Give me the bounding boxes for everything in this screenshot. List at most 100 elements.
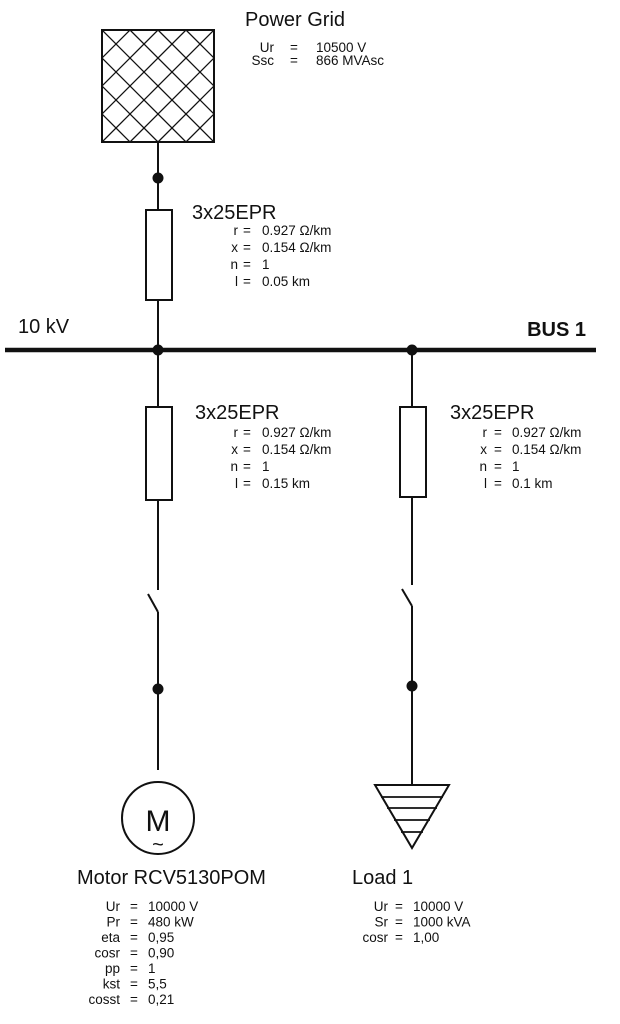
motor-params: Ur=10000 VPr=480 kWeta=0,95cosr=0,90pp=1…: [88, 899, 198, 1007]
param-equals: =: [290, 53, 298, 68]
param-name: n: [230, 459, 238, 474]
power-grid-hatch: [0, 30, 214, 142]
param-name: cosr: [94, 946, 120, 961]
param-equals: =: [130, 899, 138, 914]
load-triangle-icon[interactable]: [373, 784, 451, 850]
param-name: eta: [101, 930, 120, 945]
hatch-line: [102, 141, 103, 142]
load-switch-icon[interactable]: [401, 588, 413, 607]
param-name: Sr: [375, 915, 389, 930]
cable-grid-symbol[interactable]: [145, 209, 173, 301]
motor-title: Motor RCV5130POM: [77, 867, 266, 889]
param-value: 1: [262, 257, 270, 272]
param-value: 0,21: [148, 992, 174, 1007]
param-equals: =: [243, 425, 251, 440]
hatch-line: [157, 85, 214, 142]
param-name: l: [235, 274, 238, 289]
load-title: Load 1: [352, 867, 413, 889]
cable-motor-title: 3x25EPR: [195, 402, 280, 424]
param-value: 0.05 km: [262, 274, 310, 289]
param-equals: =: [395, 930, 403, 945]
param-equals: =: [243, 240, 251, 255]
load-symbol[interactable]: [373, 784, 451, 850]
hatch-line: [102, 85, 159, 142]
cable-load-title: 3x25EPR: [450, 402, 535, 424]
param-value: 0,90: [148, 946, 174, 961]
hatch-line: [0, 30, 74, 142]
param-name: Ur: [106, 899, 121, 914]
motor-switch-icon[interactable]: [147, 593, 159, 613]
param-equals: =: [243, 476, 251, 491]
param-equals: =: [494, 476, 502, 491]
param-value: 0.927 Ω/km: [262, 223, 331, 238]
param-name: pp: [105, 961, 120, 976]
hatch-line: [102, 113, 131, 142]
grid-connection-node: [152, 172, 164, 184]
param-name: cosr: [362, 930, 388, 945]
hatch-line: [129, 57, 214, 142]
param-value: 0.927 Ω/km: [262, 425, 331, 440]
param-value: 1,00: [413, 930, 439, 945]
param-name: l: [484, 476, 487, 491]
param-name: x: [231, 240, 238, 255]
param-value: 0.154 Ω/km: [512, 442, 581, 457]
motor-letter: M: [146, 805, 171, 838]
param-name: l: [235, 476, 238, 491]
param-name: Pr: [107, 915, 121, 930]
hatch-line: [102, 30, 103, 31]
hatch-line: [102, 30, 214, 142]
param-name: Ssc: [251, 53, 274, 68]
param-value: 0.927 Ω/km: [512, 425, 581, 440]
param-value: 10000 V: [148, 899, 198, 914]
param-value: 0,95: [148, 930, 174, 945]
param-value: 480 kW: [148, 915, 194, 930]
cable-motor-symbol[interactable]: [145, 406, 173, 501]
param-name: n: [479, 459, 487, 474]
param-name: r: [234, 425, 239, 440]
param-equals: =: [494, 442, 502, 457]
param-name: kst: [103, 977, 121, 992]
load-connection-node: [406, 680, 418, 692]
param-name: r: [234, 223, 239, 238]
param-equals: =: [243, 257, 251, 272]
bus-voltage-label: 10 kV: [18, 316, 70, 338]
power-grid-title: Power Grid: [245, 9, 345, 31]
hatch-line: [102, 30, 159, 87]
cable-load-symbol[interactable]: [399, 406, 427, 498]
param-name: x: [231, 442, 238, 457]
param-equals: =: [243, 459, 251, 474]
param-equals: =: [395, 915, 403, 930]
param-equals: =: [243, 274, 251, 289]
cable-grid-title: 3x25EPR: [192, 202, 277, 224]
cable-grid-params: r = 0.927 Ω/km x = 0.154 Ω/km n = 1 l = 0.05 km: [230, 223, 331, 289]
param-value: 0.15 km: [262, 476, 310, 491]
param-equals: =: [130, 915, 138, 930]
param-equals: =: [243, 223, 251, 238]
motor-circle-icon[interactable]: [121, 781, 195, 855]
param-value: 0.154 Ω/km: [262, 240, 331, 255]
param-name: r: [483, 425, 488, 440]
hatch-line: [157, 30, 214, 87]
param-name: n: [230, 257, 238, 272]
hatch-line: [185, 30, 214, 59]
motor-connection-node: [152, 683, 164, 695]
param-equals: =: [494, 459, 502, 474]
hatch-line: [102, 30, 131, 59]
motor-symbol[interactable]: M ~: [121, 781, 195, 856]
param-name: x: [480, 442, 487, 457]
param-equals: =: [290, 40, 298, 55]
param-equals: =: [130, 961, 138, 976]
param-value: 1000 kVA: [413, 915, 471, 930]
param-equals: =: [130, 977, 138, 992]
motor-tilde: ~: [152, 834, 164, 856]
param-name: Ur: [260, 40, 275, 55]
power-grid-block[interactable]: [0, 29, 438, 143]
param-value: 0.1 km: [512, 476, 553, 491]
param-value: 1: [512, 459, 520, 474]
param-value: 0.154 Ω/km: [262, 442, 331, 457]
param-equals: =: [130, 992, 138, 1007]
param-name: Ur: [374, 899, 389, 914]
